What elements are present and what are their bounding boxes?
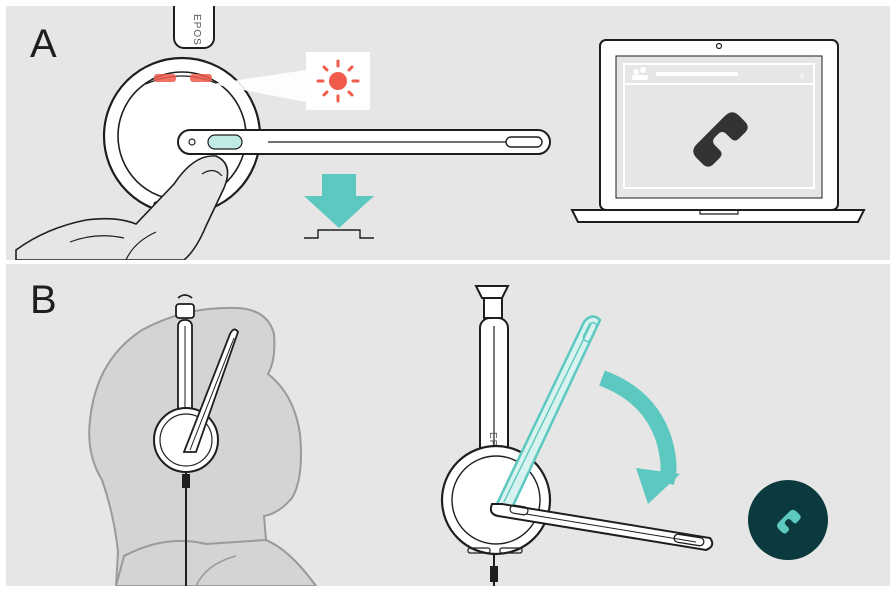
- headband: EPOS: [174, 6, 214, 48]
- led-left: [154, 74, 176, 82]
- press-arrow-icon: [304, 174, 374, 238]
- panel-a: A EPOS: [6, 6, 890, 260]
- boom-arm: [178, 130, 550, 154]
- headset: EPOS: [442, 286, 712, 586]
- rotate-arrow-icon: [602, 378, 680, 504]
- phone-hangup-icon: [748, 480, 828, 560]
- panel-a-illustration: EPOS: [6, 6, 890, 260]
- panel-b-illustration: EPOS: [6, 264, 890, 586]
- led-right: [190, 74, 212, 82]
- headset-brand-text: EPOS: [191, 14, 202, 46]
- panel-b: B EPOS: [6, 264, 890, 586]
- laptop: x: [572, 40, 864, 222]
- call-button: [208, 135, 242, 149]
- dialog-close-text: x: [800, 70, 805, 80]
